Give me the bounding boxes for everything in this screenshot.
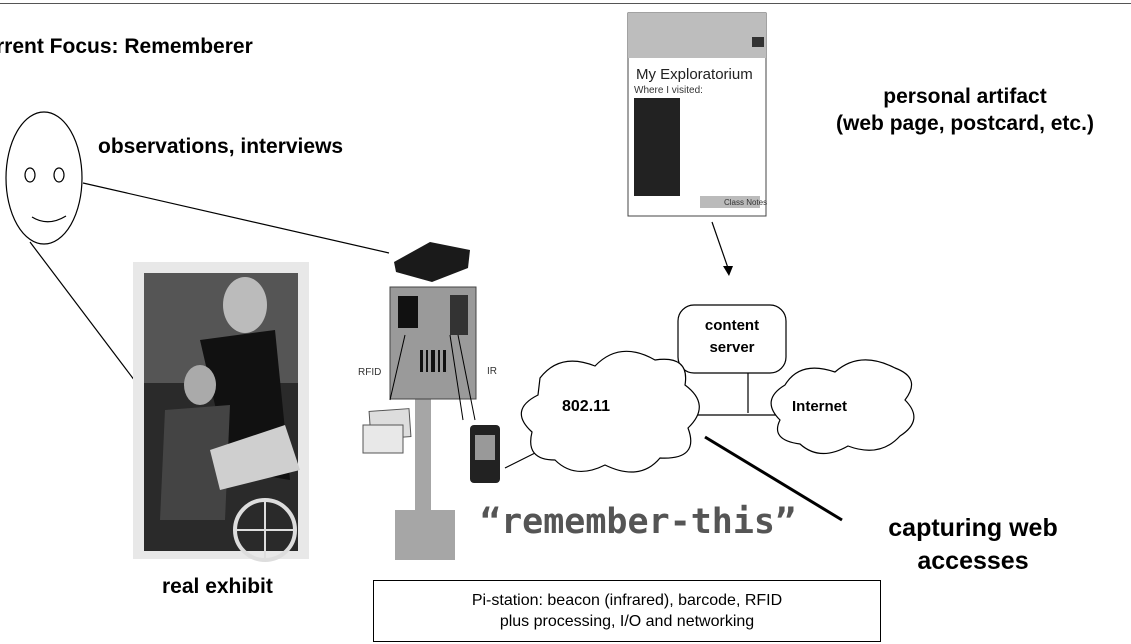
caption-line2: plus processing, I/O and networking <box>499 613 755 630</box>
remember-this-label: “remember-this” <box>480 502 797 542</box>
caption-line1: Pi-station: beacon (infrared), barcode, … <box>471 592 783 609</box>
wifi-cloud-label: 802.11 <box>562 398 611 415</box>
top-rule <box>0 3 1131 4</box>
capturing-line2: accesses <box>917 547 1029 575</box>
rfid-cards-icon <box>362 408 412 454</box>
content-server-line2: server <box>709 339 755 356</box>
ir-label: IR <box>487 366 497 377</box>
capturing-line1: capturing web <box>888 514 1058 542</box>
face-to-exhibit-line <box>29 241 139 386</box>
content-server-label: content server <box>678 315 786 359</box>
real-exhibit-label: real exhibit <box>162 575 273 598</box>
face-to-station-line <box>82 182 390 254</box>
content-server-line1: content <box>704 317 760 334</box>
webpage-subtitle: Where I visited: <box>634 85 703 96</box>
observations-label: observations, interviews <box>98 135 344 158</box>
capture-line <box>704 435 843 522</box>
webpage-title: My Exploratorium <box>636 66 753 83</box>
pi-station <box>389 242 477 560</box>
personal-artifact-webpage <box>627 12 767 217</box>
handheld-device-icon <box>470 425 500 483</box>
personal-artifact-label: personal artifact (web page, postcard, e… <box>800 83 1130 137</box>
rfid-label: RFID <box>358 367 382 378</box>
capturing-label: capturing web accesses <box>860 512 1086 578</box>
artifact-arrow-head <box>723 266 733 276</box>
webpage-link[interactable]: Class Notes <box>724 198 768 207</box>
internet-cloud <box>770 359 915 455</box>
artifact-arrow-line <box>711 221 729 269</box>
personal-artifact-line2: (web page, postcard, etc.) <box>836 112 1094 135</box>
internet-cloud-label: Internet <box>792 398 848 415</box>
smiley-face-icon <box>5 111 83 245</box>
personal-artifact-line1: personal artifact <box>883 85 1047 108</box>
caption-box: Pi-station: beacon (infrared), barcode, … <box>373 580 881 642</box>
content-server-box <box>677 304 787 374</box>
exhibit-photo <box>133 262 309 562</box>
page-title: rrent Focus: Rememberer <box>0 35 253 58</box>
wifi-cloud <box>520 350 700 473</box>
